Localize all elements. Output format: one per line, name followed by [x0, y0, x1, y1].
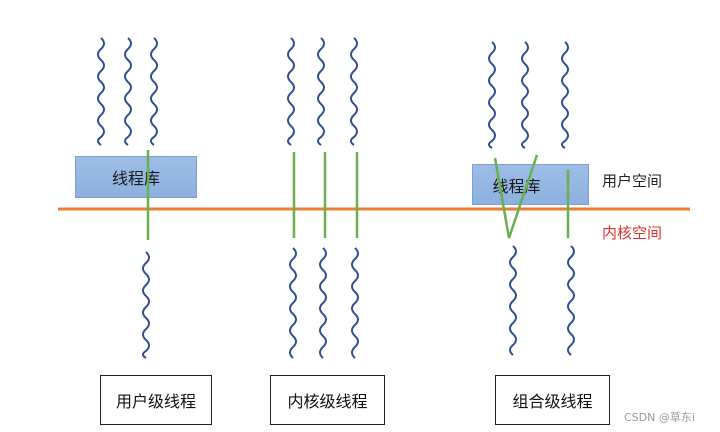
thread-library-box-user: 线程库 [75, 156, 197, 198]
kernel-level-model [287, 37, 359, 359]
user-thread-wave [317, 37, 325, 146]
user-thread-wave [287, 37, 295, 146]
kernel-space-label: 内核空间 [602, 224, 663, 242]
kernel-thread-wave [567, 245, 575, 356]
kernel-level-thread-label: 内核级线程 [270, 375, 385, 425]
kernel-thread-wave [289, 247, 297, 359]
user-thread-wave [350, 37, 358, 146]
user-space-label: 用户空间 [602, 172, 663, 190]
thread-library-box-combined: 线程库 [472, 164, 589, 205]
user-thread-wave [521, 41, 529, 149]
user-level-model [97, 37, 158, 359]
user-thread-wave [150, 37, 158, 146]
user-thread-wave [124, 37, 132, 146]
kernel-thread-wave [142, 251, 150, 359]
user-thread-wave [488, 41, 496, 149]
combined-model [488, 41, 575, 356]
user-level-thread-label: 用户级线程 [100, 375, 212, 425]
kernel-thread-wave [319, 247, 327, 359]
kernel-thread-wave [509, 245, 517, 356]
kernel-thread-wave [351, 247, 359, 359]
watermark-text: CSDN @草东i [624, 411, 695, 424]
user-thread-wave [561, 41, 569, 149]
user-thread-wave [97, 37, 105, 146]
combined-level-thread-label: 组合级线程 [495, 375, 610, 425]
